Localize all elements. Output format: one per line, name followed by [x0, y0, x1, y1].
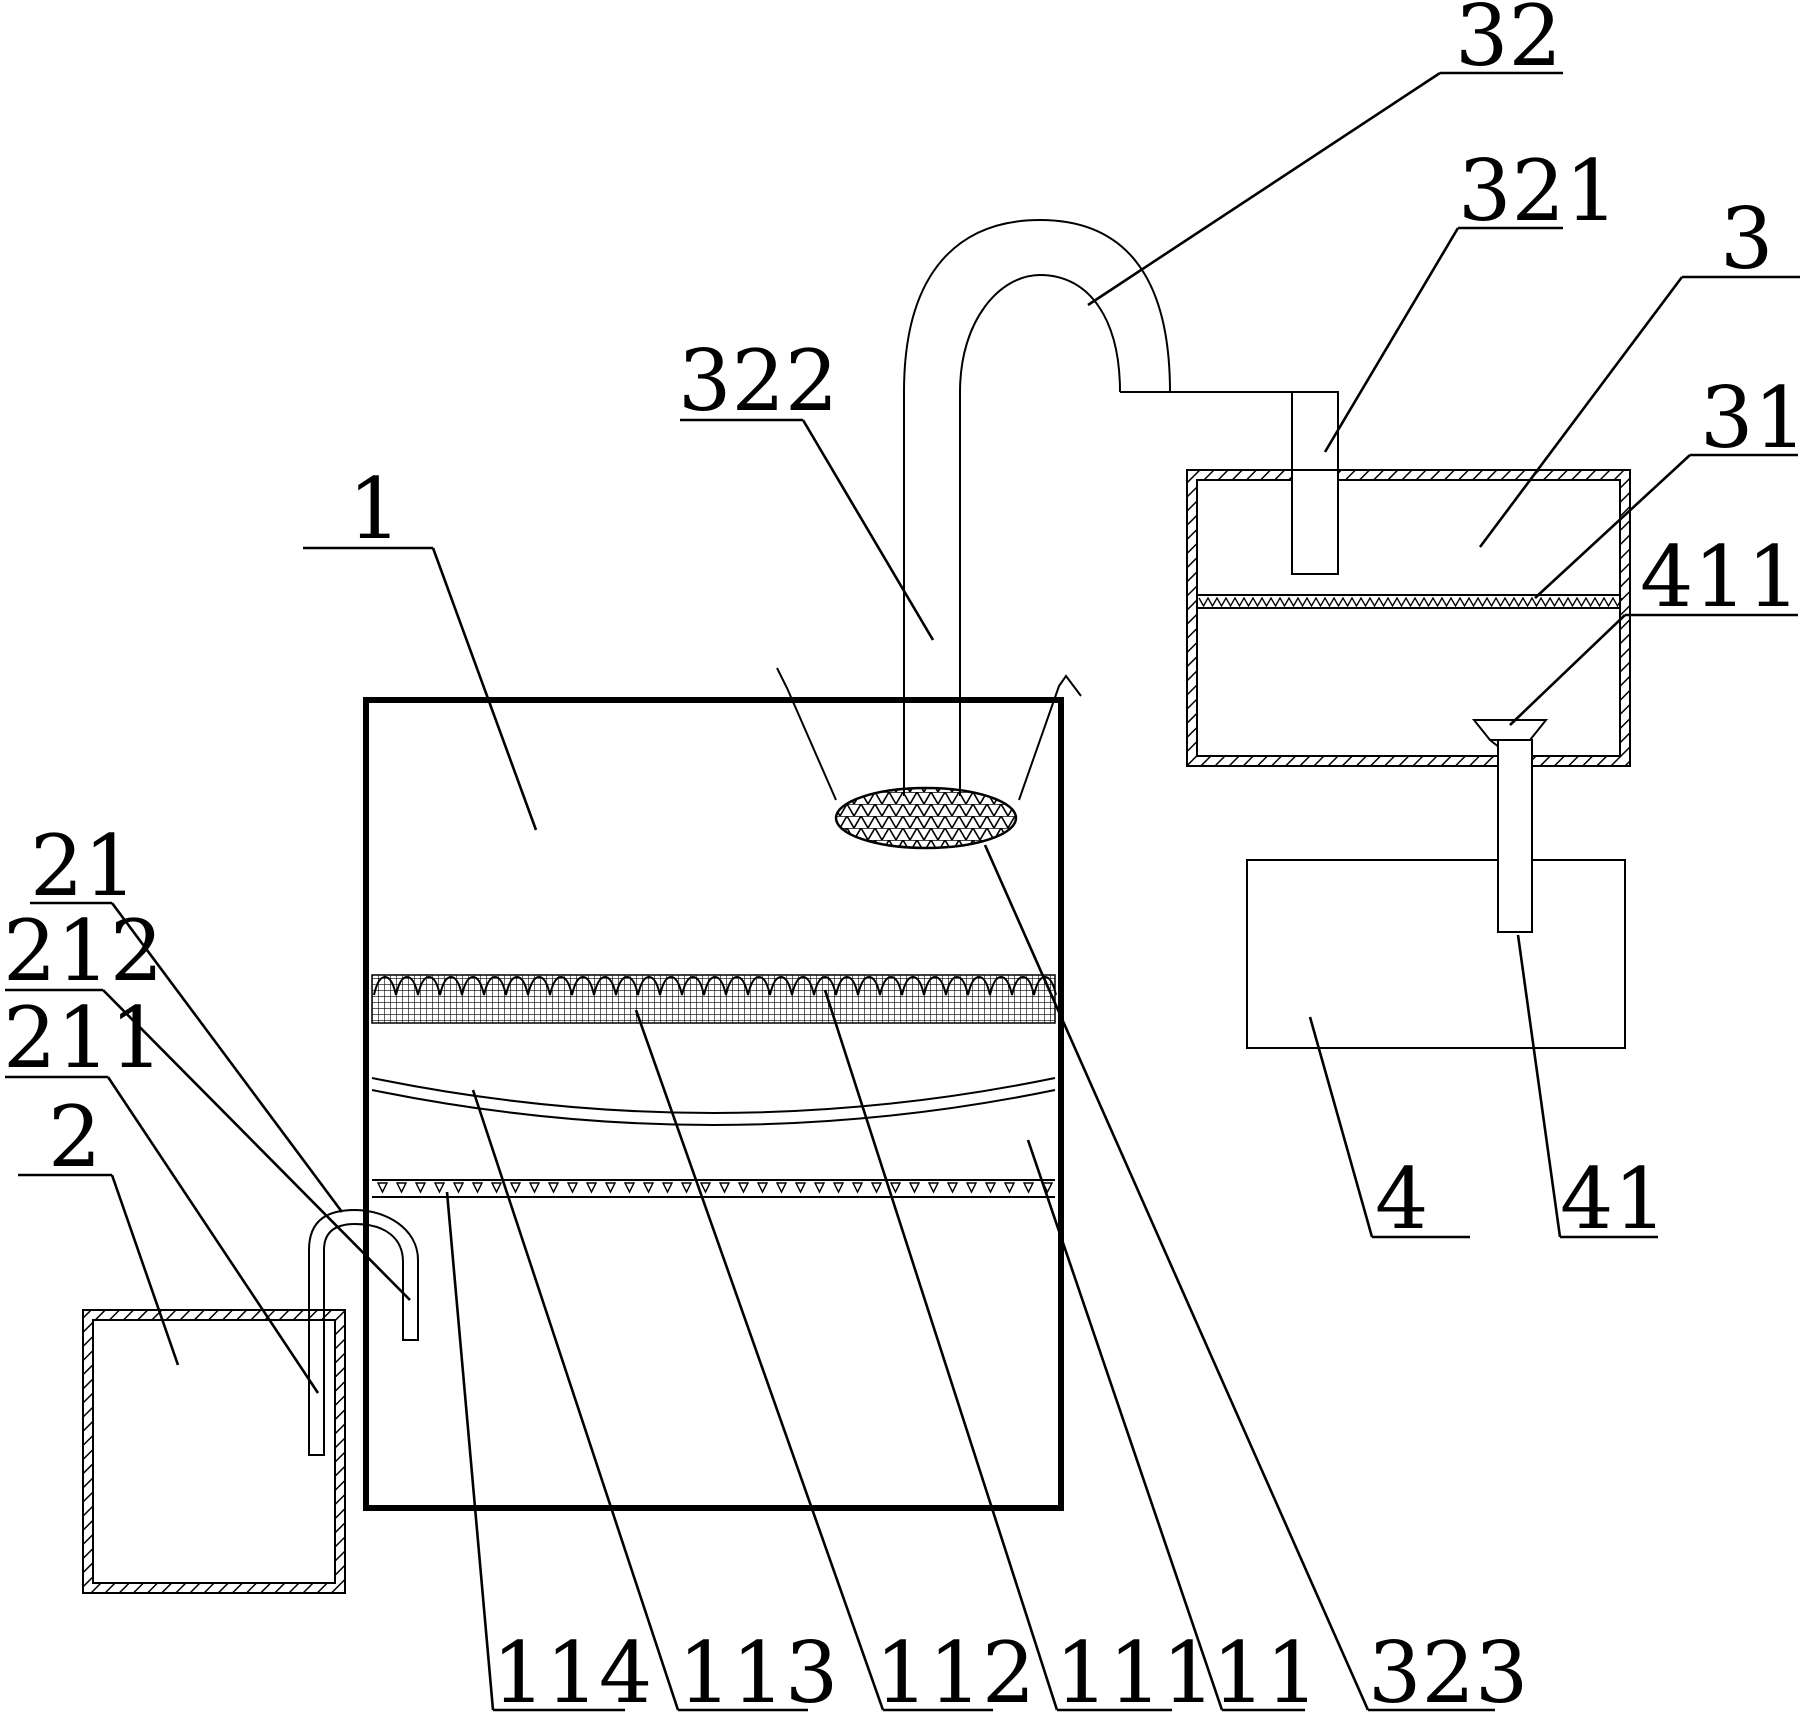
label-1: 1: [348, 460, 401, 558]
filter-plate-31: [1198, 596, 1623, 608]
label-113: 113: [678, 1624, 838, 1718]
label-31: 31: [1700, 369, 1806, 467]
main-tank-wall: [363, 697, 1064, 1511]
label-212: 212: [3, 902, 163, 1000]
filter-head: [834, 786, 1018, 850]
side-tank: [82, 1208, 419, 1594]
label-32: 32: [1455, 0, 1562, 85]
label-41: 41: [1560, 1150, 1667, 1248]
label-11: 11: [1212, 1624, 1319, 1718]
inlet-funnel: [776, 667, 1082, 801]
label-114: 114: [492, 1624, 652, 1718]
label-111: 111: [1055, 1624, 1215, 1718]
label-411: 411: [1640, 528, 1800, 626]
lower-box: [1246, 739, 1626, 1049]
label-323: 323: [1368, 1624, 1528, 1718]
porous-plate: [372, 1179, 1055, 1198]
gravel-layer: [371, 974, 1057, 1024]
curved-membrane-inner: [371, 1089, 1056, 1126]
label-21: 21: [30, 817, 137, 915]
upper-tank: [1186, 469, 1631, 767]
label-4: 4: [1375, 1150, 1428, 1248]
label-3: 3: [1720, 190, 1773, 288]
label-211: 211: [3, 989, 163, 1087]
main-tank: [363, 667, 1082, 1511]
curved-membrane: [371, 1077, 1056, 1114]
label-322: 322: [678, 332, 838, 430]
label-112: 112: [875, 1624, 1035, 1718]
label-321: 321: [1458, 142, 1618, 240]
gravel-stones: [373, 975, 1057, 996]
label-2: 2: [48, 1088, 101, 1186]
labels: 32 321 3 322 31 411 1 21 212: [3, 0, 1806, 1718]
porous-plate-triangles: [376, 1182, 1054, 1194]
